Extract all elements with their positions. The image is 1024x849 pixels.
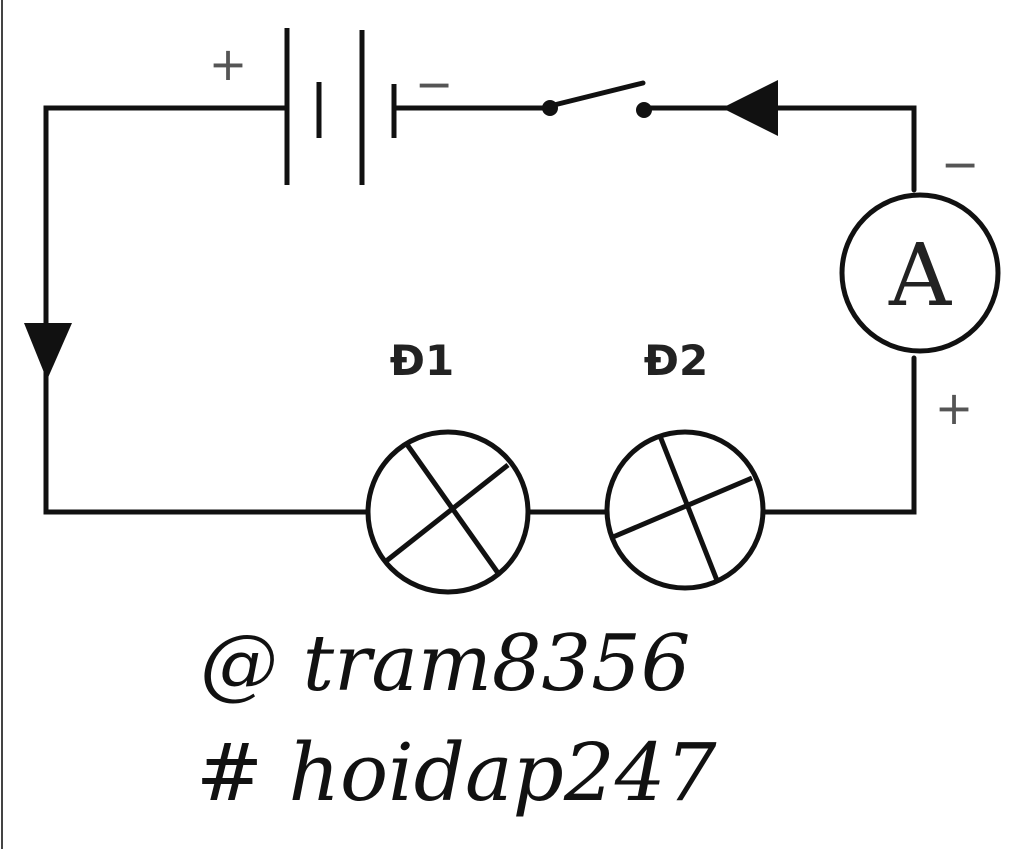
current-arrow-left-icon [24,323,72,380]
lamp-d2-label: Đ2 [644,336,708,385]
battery-minus-sign: − [415,57,454,111]
lamp-d1-label: Đ1 [390,336,454,385]
wire-left-loop [43,105,369,515]
ammeter-symbol: A [888,226,952,326]
switch-contact-right [636,102,652,118]
lamp-d2-circle [604,429,766,591]
current-arrow-top-icon [722,80,778,136]
battery [284,28,397,185]
lamp-d1 [365,429,531,595]
wire-ammeter-lamp2 [761,355,917,515]
switch-open [542,80,652,118]
lamp-d2-cross-b [612,475,753,540]
ammeter-plus-sign: + [935,381,974,435]
switch-lever [547,80,646,109]
watermark-site: # hoidap247 [196,726,717,819]
lamp-d2 [604,429,766,591]
ammeter-minus-sign: − [941,137,980,191]
lamp-d1-cross-b [383,463,510,564]
battery-plus-sign: + [209,37,248,91]
watermark-author: @ tram8356 [200,619,690,709]
lamp-d2-cross-a [657,435,721,584]
ammeter-circle [839,192,1001,354]
ammeter: A [839,192,1001,354]
